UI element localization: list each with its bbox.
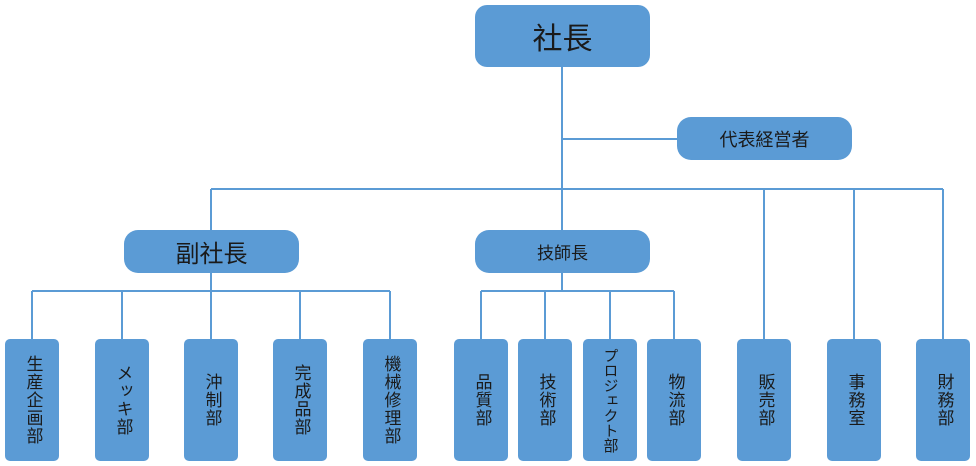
dept-finance: 財務部 [916, 339, 970, 461]
dept-project-label: プロジェクト部 [601, 347, 620, 453]
dept-quality-label: 品質部 [471, 373, 492, 427]
dept-office-label: 事務室 [844, 373, 865, 427]
dept-production-planning: 生産企画部 [5, 339, 59, 461]
dept-office: 事務室 [827, 339, 881, 461]
dept-sales: 販売部 [737, 339, 791, 461]
representative-label: 代表経営者 [719, 129, 810, 151]
dept-machine-repair: 機械修理部 [363, 339, 417, 461]
dept-logistics: 物流部 [647, 339, 701, 461]
dept-plating: メッキ部 [95, 339, 149, 461]
dept-engineering: 技術部 [518, 339, 572, 461]
president-label: 社長 [532, 22, 593, 57]
dept-quality: 品質部 [454, 339, 508, 461]
dept-machine-repair-label: 機械修理部 [380, 355, 401, 445]
dept-sales-label: 販売部 [754, 373, 775, 427]
vice-president-node: 副社長 [124, 230, 299, 273]
representative-node: 代表経営者 [677, 117, 852, 160]
president-node: 社長 [475, 5, 650, 67]
dept-engineering-label: 技術部 [535, 373, 556, 427]
dept-plating-label: メッキ部 [112, 364, 133, 436]
dept-logistics-label: 物流部 [664, 373, 685, 427]
chief-engineer-node: 技師長 [475, 230, 650, 273]
dept-finished-goods-label: 完成品部 [290, 364, 311, 436]
dept-production-planning-label: 生産企画部 [22, 355, 43, 445]
dept-okiseibu: 沖制部 [184, 339, 238, 461]
dept-project: プロジェクト部 [583, 339, 637, 461]
vice-president-label: 副社長 [175, 240, 248, 268]
chief-engineer-label: 技師長 [537, 244, 588, 264]
dept-okiseibu-label: 沖制部 [201, 373, 222, 427]
dept-finished-goods: 完成品部 [273, 339, 327, 461]
dept-finance-label: 財務部 [933, 373, 954, 427]
